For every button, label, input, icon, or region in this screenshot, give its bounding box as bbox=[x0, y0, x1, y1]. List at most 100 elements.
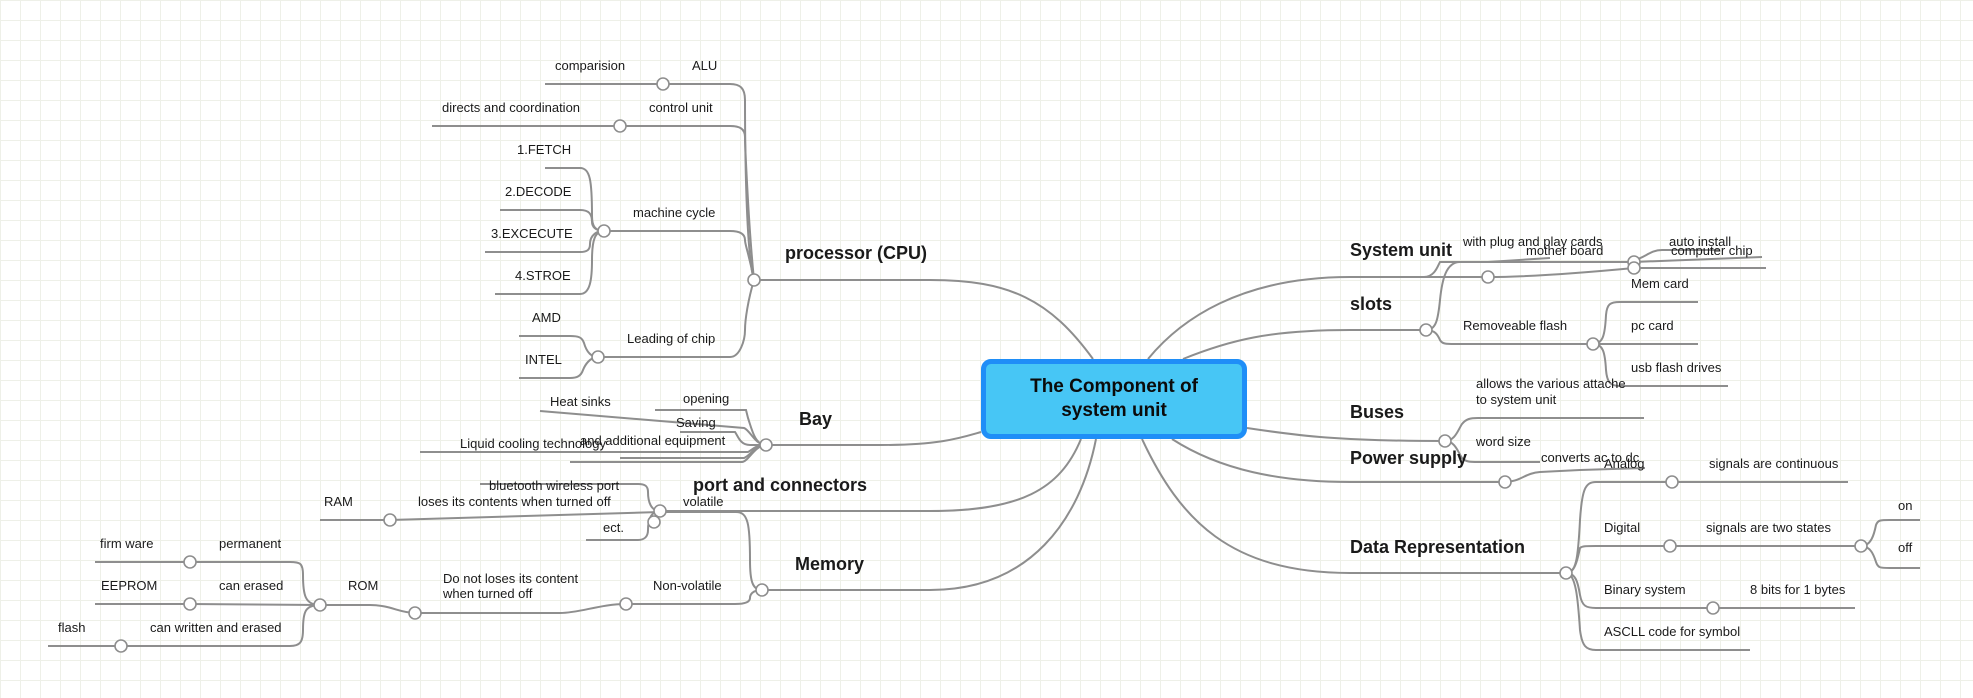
label-mem-card: Mem card bbox=[1631, 276, 1689, 291]
label-usb: usb flash drives bbox=[1631, 360, 1722, 375]
label-analog: Analog bbox=[1604, 456, 1644, 471]
node-cpu[interactable] bbox=[747, 273, 761, 287]
connector-buses bbox=[1246, 427, 1446, 442]
branch-label-memory[interactable]: Memory bbox=[795, 554, 864, 574]
node-non-volatile[interactable] bbox=[619, 597, 633, 611]
branch-label-ports[interactable]: port and connectors bbox=[693, 475, 867, 495]
node-power[interactable] bbox=[1498, 475, 1512, 489]
branch-label-buses[interactable]: Buses bbox=[1350, 402, 1404, 422]
node-binary[interactable] bbox=[1706, 601, 1720, 615]
label-additional: and additional equipment bbox=[580, 433, 726, 448]
label-not-loses-1: Do not loses its content bbox=[443, 571, 579, 586]
node-removable-flash[interactable] bbox=[1586, 337, 1600, 351]
label-leading-chip: Leading of chip bbox=[627, 331, 715, 346]
node-rom[interactable] bbox=[313, 598, 327, 612]
node-leading-chip[interactable] bbox=[591, 350, 605, 364]
label-not-loses-2: when turned off bbox=[442, 586, 533, 601]
memory-subtree bbox=[48, 511, 763, 647]
connector-memory bbox=[762, 438, 1097, 591]
buses-subtree bbox=[1444, 417, 1644, 463]
slots-subtree bbox=[1425, 261, 1728, 387]
branch-label-slots[interactable]: slots bbox=[1350, 294, 1392, 314]
node-can-erased[interactable] bbox=[183, 597, 197, 611]
label-eeprom: EEPROM bbox=[101, 578, 157, 593]
ports-subtree bbox=[480, 483, 661, 541]
node-memory[interactable] bbox=[755, 583, 769, 597]
branch-label-data-rep[interactable]: Data Representation bbox=[1350, 537, 1525, 557]
connector-ports bbox=[660, 438, 1082, 512]
label-computer-chip: computer chip bbox=[1671, 243, 1753, 258]
label-mother-board: mother board bbox=[1526, 243, 1603, 258]
node-control-unit[interactable] bbox=[613, 119, 627, 133]
label-heat-sinks: Heat sinks bbox=[550, 394, 611, 409]
label-buses-desc-2: to system unit bbox=[1476, 392, 1557, 407]
node-non-volatile-child[interactable] bbox=[408, 606, 422, 620]
cpu-subtree bbox=[432, 83, 755, 379]
node-computer-chip[interactable] bbox=[1627, 261, 1641, 275]
connector-system-unit bbox=[1147, 276, 1424, 360]
central-topic[interactable]: The Component of system unit bbox=[981, 359, 1247, 439]
node-digital[interactable] bbox=[1663, 539, 1677, 553]
node-volatile-child[interactable] bbox=[383, 513, 397, 527]
label-loses: loses its contents when turned off bbox=[418, 494, 611, 509]
label-store: 4.STROE bbox=[515, 268, 571, 283]
label-amd: AMD bbox=[532, 310, 561, 325]
label-saving: Saving bbox=[676, 415, 716, 430]
connector-cpu bbox=[754, 279, 1094, 360]
branch-label-power[interactable]: Power supply bbox=[1350, 448, 1467, 468]
label-digital: Digital bbox=[1604, 520, 1640, 535]
node-buses[interactable] bbox=[1438, 434, 1452, 448]
label-machine-cycle: machine cycle bbox=[633, 205, 715, 220]
node-analog[interactable] bbox=[1665, 475, 1679, 489]
connector-slots bbox=[1182, 329, 1426, 360]
node-bay[interactable] bbox=[759, 438, 773, 452]
branch-label-system-unit[interactable]: System unit bbox=[1350, 240, 1452, 260]
label-execute: 3.EXCECUTE bbox=[491, 226, 573, 241]
label-bluetooth: bluetooth wireless port bbox=[489, 478, 619, 493]
label-can-written: can written and erased bbox=[150, 620, 282, 635]
data-rep-subtree bbox=[1565, 481, 1920, 651]
node-ports[interactable] bbox=[653, 504, 667, 518]
node-digital-states[interactable] bbox=[1854, 539, 1868, 553]
node-machine-cycle[interactable] bbox=[597, 224, 611, 238]
label-decode: 2.DECODE bbox=[505, 184, 572, 199]
label-auto-install: auto install bbox=[1669, 234, 1731, 249]
connector-data-rep bbox=[1141, 438, 1566, 574]
label-comparision: comparision bbox=[555, 58, 625, 73]
label-pc-card: pc card bbox=[1631, 318, 1674, 333]
label-plug: with plug and play cards bbox=[1462, 234, 1603, 249]
label-can-erased: can erased bbox=[219, 578, 283, 593]
node-data-rep[interactable] bbox=[1559, 566, 1573, 580]
node-markers bbox=[114, 77, 1868, 653]
label-binary-desc: 8 bits for 1 bytes bbox=[1750, 582, 1846, 597]
connector-power bbox=[1171, 438, 1505, 483]
label-control-unit: control unit bbox=[649, 100, 713, 115]
node-can-written[interactable] bbox=[114, 639, 128, 653]
node-permanent[interactable] bbox=[183, 555, 197, 569]
label-flash: flash bbox=[58, 620, 85, 635]
central-topic-label: The Component of system unit bbox=[1030, 376, 1198, 421]
branch-label-bay[interactable]: Bay bbox=[799, 409, 832, 429]
label-ect: ect. bbox=[603, 520, 624, 535]
label-liquid: Liquid cooling technology bbox=[460, 436, 606, 451]
label-ram: RAM bbox=[324, 494, 353, 509]
label-firmware: firm ware bbox=[100, 536, 153, 551]
label-opening: opening bbox=[683, 391, 729, 406]
label-word-size: word size bbox=[1475, 434, 1531, 449]
node-slots[interactable] bbox=[1419, 323, 1433, 337]
node-mother-board[interactable] bbox=[1481, 270, 1495, 284]
label-volatile: volatile bbox=[683, 494, 723, 509]
label-digital-desc: signals are two states bbox=[1706, 520, 1832, 535]
label-alu: ALU bbox=[692, 58, 717, 73]
main-connectors bbox=[660, 276, 1566, 591]
label-buses-desc-1: allows the various attache bbox=[1476, 376, 1626, 391]
label-off: off bbox=[1898, 540, 1913, 555]
branch-label-cpu[interactable]: processor (CPU) bbox=[785, 243, 927, 263]
label-removable: Removeable flash bbox=[1463, 318, 1567, 333]
label-directs: directs and coordination bbox=[442, 100, 580, 115]
label-ascii: ASCLL code for symbol bbox=[1604, 624, 1740, 639]
node-ports-2[interactable] bbox=[647, 515, 661, 529]
node-alu[interactable] bbox=[656, 77, 670, 91]
label-permanent: permanent bbox=[219, 536, 282, 551]
